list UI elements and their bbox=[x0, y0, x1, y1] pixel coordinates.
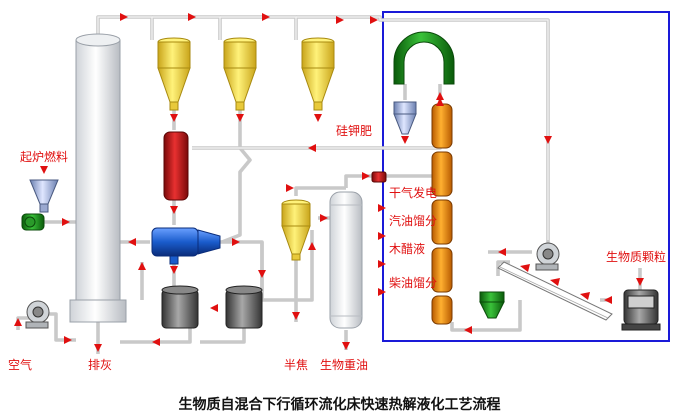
arrow-down bbox=[636, 278, 644, 286]
ash-label: 排灰 bbox=[88, 358, 113, 372]
arrow-down bbox=[314, 114, 322, 122]
diagram-caption: 生物质自混合下行循环流化床快速热解液化工艺流程 bbox=[178, 397, 501, 413]
arrow-right bbox=[362, 172, 370, 180]
green-dome-condenser bbox=[393, 31, 455, 85]
arrow-left bbox=[550, 278, 560, 286]
heavy-oil-column bbox=[329, 191, 363, 329]
arrow-left bbox=[308, 144, 316, 152]
silicon-potash-label: 硅钾肥 bbox=[336, 124, 373, 138]
recycle-blower bbox=[535, 242, 560, 271]
red-vessel bbox=[163, 131, 189, 201]
arrow-right bbox=[320, 214, 328, 222]
fuel-feeder bbox=[21, 213, 45, 231]
grey-drum-1 bbox=[161, 285, 199, 329]
arrow-down bbox=[342, 342, 350, 350]
arrow-down bbox=[401, 136, 409, 144]
riser-column bbox=[69, 33, 127, 323]
arrow-left bbox=[604, 296, 612, 304]
arrow-right bbox=[286, 184, 294, 192]
green-hopper bbox=[479, 291, 505, 319]
arrow-right bbox=[62, 218, 70, 226]
biomass-pellets-label: 生物质颗粒 bbox=[606, 250, 667, 264]
arrow-down bbox=[94, 344, 102, 352]
blue-mixer bbox=[151, 227, 221, 265]
cyclone-4 bbox=[281, 199, 311, 261]
arrow-up bbox=[138, 262, 146, 270]
arrow-right bbox=[64, 336, 72, 344]
fuel-label: 起炉燃料 bbox=[20, 150, 69, 164]
arrow-left bbox=[580, 292, 590, 300]
arrow-up bbox=[436, 98, 444, 106]
arrow-down bbox=[544, 136, 552, 144]
arrow-right bbox=[188, 13, 196, 21]
arrow-up bbox=[436, 92, 444, 100]
arrow-right bbox=[262, 13, 270, 21]
arrow-left bbox=[498, 248, 506, 256]
arrow-down bbox=[40, 166, 48, 174]
arrow-up bbox=[14, 318, 22, 326]
arrow-down bbox=[170, 114, 178, 122]
arrow-left bbox=[210, 304, 218, 312]
arrow-down bbox=[292, 312, 300, 320]
fractionation-column bbox=[431, 103, 453, 325]
inclined-conveyor bbox=[497, 261, 613, 321]
arrow-up bbox=[308, 242, 316, 250]
cyclone-2 bbox=[223, 37, 257, 111]
gas-power-unit bbox=[371, 171, 387, 183]
gasoline-label: 汽油馏分 bbox=[389, 214, 438, 228]
cyclone-3 bbox=[301, 37, 335, 111]
heavy-oil-label: 生物重油 bbox=[320, 358, 369, 372]
fuel-hopper bbox=[29, 179, 59, 213]
arrow-right bbox=[378, 204, 386, 212]
cyclone-1 bbox=[157, 37, 191, 111]
diesel-label: 柴油馏分 bbox=[389, 276, 438, 290]
arrow-down bbox=[170, 206, 178, 214]
pellet-crusher bbox=[621, 289, 661, 331]
air-label: 空气 bbox=[8, 358, 33, 372]
arrow-down bbox=[236, 114, 244, 122]
arrow-right bbox=[378, 232, 386, 240]
arrow-right bbox=[120, 13, 128, 21]
flow-arrows bbox=[14, 13, 644, 352]
arrow-right bbox=[378, 288, 386, 296]
semi-coke-label: 半焦 bbox=[284, 358, 309, 372]
arrow-left bbox=[464, 326, 472, 334]
gas-power-label: 干气发电 bbox=[389, 186, 438, 200]
arrow-left bbox=[128, 238, 136, 246]
arrow-right bbox=[378, 260, 386, 268]
grey-drum-2 bbox=[225, 285, 263, 329]
arrow-left bbox=[520, 264, 530, 272]
arrow-right bbox=[232, 238, 240, 246]
small-cyclone bbox=[393, 101, 417, 135]
arrow-right bbox=[370, 16, 378, 24]
arrow-right bbox=[336, 16, 344, 24]
air-blower bbox=[25, 300, 50, 329]
arrow-left bbox=[152, 338, 160, 346]
arrow-down bbox=[258, 270, 266, 278]
arrow-down bbox=[170, 266, 178, 274]
wood-vinegar-label: 木醋液 bbox=[389, 242, 426, 256]
